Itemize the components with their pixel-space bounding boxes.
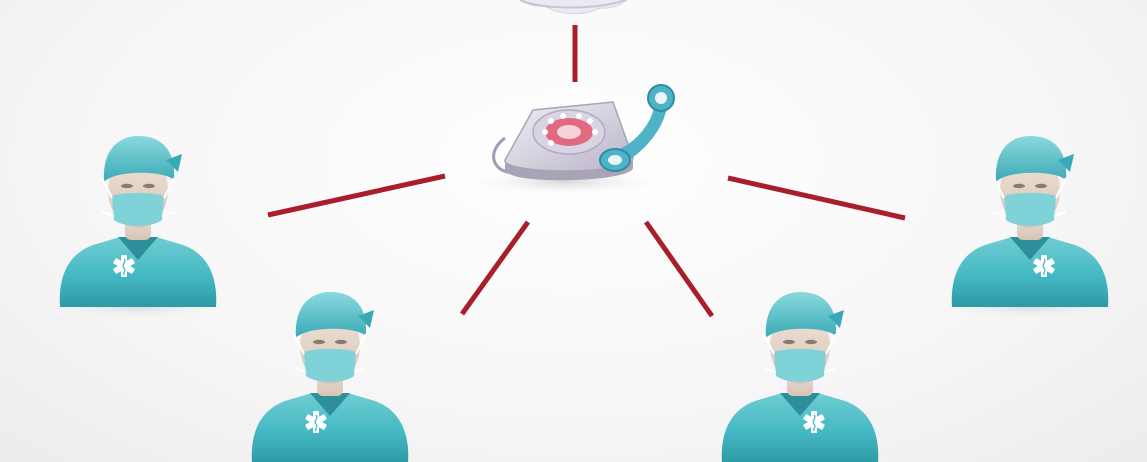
telephone-icon[interactable] xyxy=(475,85,674,196)
connector-right xyxy=(728,178,905,218)
surgeon-icon[interactable] xyxy=(938,136,1122,322)
surgeon-icon[interactable] xyxy=(238,292,422,462)
surgeon-icon[interactable] xyxy=(708,292,892,462)
connector-bottom-right xyxy=(646,222,712,316)
connector-bottom-left xyxy=(462,222,528,314)
surgeon-icon[interactable] xyxy=(46,136,230,322)
cloud-icon xyxy=(505,0,640,14)
connector-left xyxy=(268,176,445,215)
